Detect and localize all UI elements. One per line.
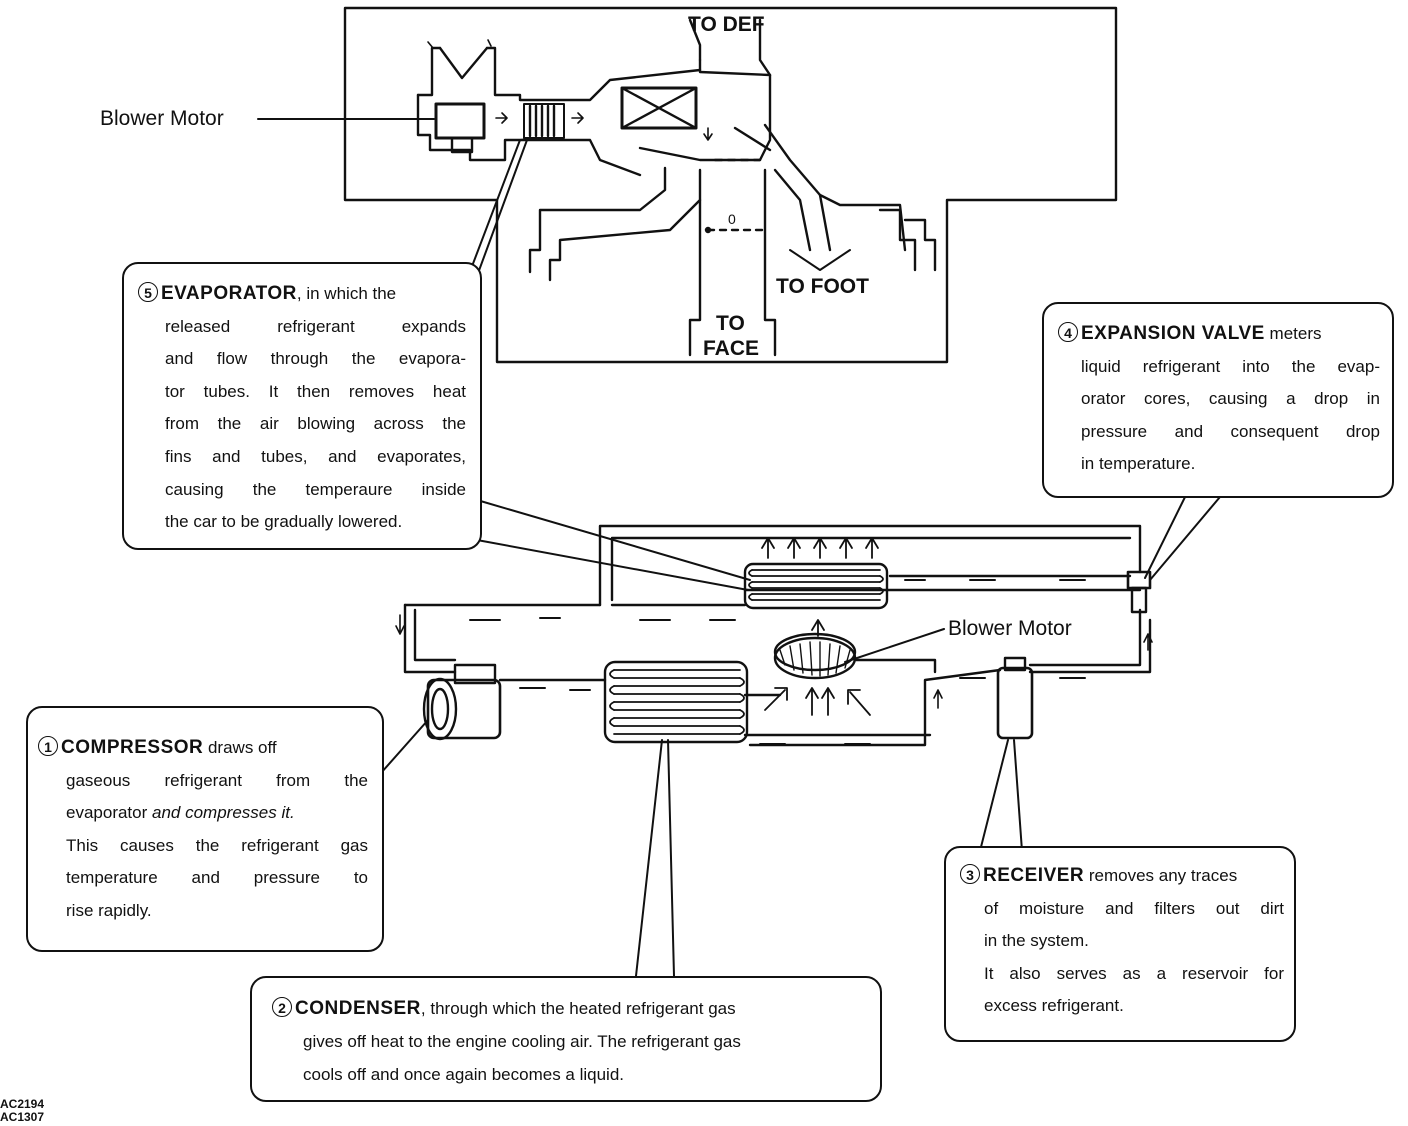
callout-text: in the system. — [984, 931, 1089, 951]
to-face-label-line2: FACE — [703, 337, 760, 360]
to-def-label: TO DEF — [688, 13, 765, 36]
callout-text: in temperature. — [1081, 454, 1196, 474]
condenser-core — [603, 660, 749, 744]
callout-text: fins and tubes, and evaporates, — [165, 446, 466, 466]
callout-title: RECEIVER — [983, 865, 1085, 886]
callout-text: orator cores, causing a drop in — [1081, 389, 1380, 409]
callout-title: EVAPORATOR — [161, 283, 297, 304]
evaporator-core — [743, 562, 889, 610]
callout-number: 3 — [960, 864, 980, 884]
callout-text: released refrigerant expands — [165, 316, 466, 336]
callout-text: , through which the heated refrigerant g… — [420, 999, 736, 1018]
callout-text-italic: and compresses it. — [147, 803, 295, 823]
heater-unit-housing — [343, 6, 1118, 364]
callout-number: 2 — [272, 997, 292, 1017]
callout-text: gives off heat to the engine cooling air… — [303, 1032, 741, 1051]
callout-text: from the air blowing across the — [165, 414, 466, 434]
callout-text: meters — [1264, 324, 1322, 343]
lower-blower-fan — [764, 619, 871, 716]
callout-text: This causes the refrigerant gas — [66, 835, 368, 855]
callout-title: COMPRESSOR — [61, 737, 204, 758]
leader-lines — [257, 118, 1226, 977]
callout-text: gaseous refrigerant from the — [66, 770, 368, 790]
callout-title: CONDENSER — [295, 998, 421, 1019]
callout-number: 1 — [38, 736, 58, 756]
callout-text: and flow through the evapora- — [165, 349, 466, 369]
to-foot-label: TO FOOT — [776, 275, 869, 298]
callout-text: tor tubes. It then removes heat — [165, 381, 466, 401]
callout-number: 4 — [1058, 322, 1078, 342]
callout-text: rise rapidly. — [66, 900, 152, 920]
callout-text: excess refrigerant. — [984, 996, 1124, 1016]
refrigerant-loop — [395, 524, 1153, 747]
blower-motor-top-label: Blower Motor — [100, 107, 224, 130]
callout-text: causing the temperaure inside — [165, 479, 466, 499]
callout-number: 5 — [138, 282, 158, 302]
callout-text: , in which the — [296, 284, 397, 303]
callout-text: liquid refrigerant into the evap- — [1081, 356, 1380, 376]
vent-ducts — [528, 123, 937, 357]
heater-core-area — [620, 18, 772, 162]
callout-text: It also serves as a reservoir for — [984, 963, 1284, 983]
callout-text: the car to be gradually lowered. — [165, 512, 403, 532]
figure-code-1: AC2194 — [0, 1097, 45, 1111]
callout-text: temperature and pressure to — [66, 868, 368, 888]
figure-code-2: AC1307 — [0, 1110, 45, 1124]
callout-text: evaporator — [66, 803, 148, 823]
callout-text: draws off — [203, 738, 277, 757]
callout-text: of moisture and filters out dirt — [984, 898, 1284, 918]
to-face-label-line1: TO — [716, 312, 745, 335]
callout-text: removes any traces — [1084, 866, 1238, 885]
callout-text: pressure and consequent drop — [1081, 421, 1380, 441]
damper-mark: 0 — [728, 211, 736, 227]
blower-motor-bottom-label: Blower Motor — [948, 617, 1072, 640]
top-blower-assembly — [416, 39, 702, 177]
callout-text: cools off and once again becomes a liqui… — [303, 1065, 625, 1084]
callout-title: EXPANSION VALVE — [1081, 323, 1265, 344]
evaporator-air-arrows — [761, 537, 879, 559]
